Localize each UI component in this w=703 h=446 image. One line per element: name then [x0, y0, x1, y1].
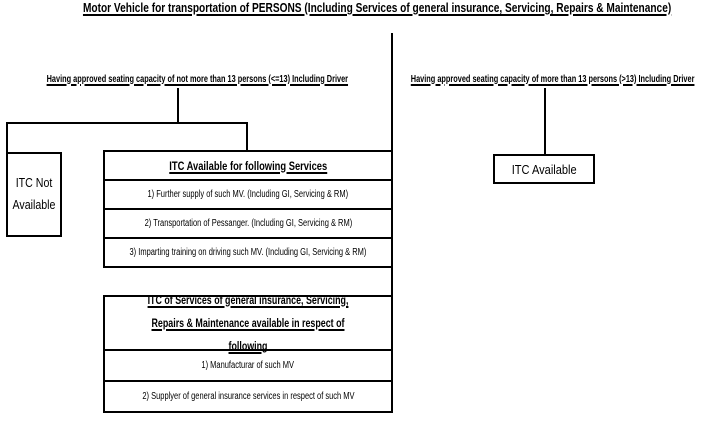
right-branch-heading: Having approved seating capacity of more… — [405, 70, 701, 87]
table-row: 1) Manufacturar of such MV — [105, 349, 391, 380]
right-branch-heading-text: Having approved seating capacity of more… — [411, 72, 695, 85]
table-row-text: 2) Supplyer of general insurance service… — [141, 391, 355, 402]
insurance-table-header-text: ITC of Services of general insurance, Se… — [147, 292, 349, 353]
connector-left-heading-stem — [177, 88, 179, 124]
table-row: 3) Imparting training on driving such MV… — [105, 237, 391, 266]
table-row: 2) Transportation of Pessanger. (Includi… — [105, 208, 391, 237]
itc-available-label: ITC Available — [511, 161, 577, 177]
table-row-text: 1) Manufacturar of such MV — [201, 360, 295, 371]
table-row-text: 1) Further supply of such MV. (Including… — [147, 189, 349, 200]
connector-itc-not-drop — [6, 122, 8, 154]
flowchart-title: Motor Vehicle for transportation of PERS… — [0, 0, 703, 15]
services-table-header: ITC Available for following Services — [105, 152, 391, 179]
table-row: 1) Further supply of such MV. (Including… — [105, 179, 391, 208]
connector-right-heading-stem — [544, 88, 546, 154]
connector-tables-spine — [391, 266, 393, 297]
connector-left-branch-bar — [6, 122, 248, 124]
services-table-header-text: ITC Available for following Services — [169, 158, 327, 173]
itc-not-available-label: ITC Not Available — [12, 175, 56, 212]
connector-services-drop — [246, 122, 248, 152]
table-row: 2) Supplyer of general insurance service… — [105, 380, 391, 411]
flowchart-title-text: Motor Vehicle for transportation of PERS… — [82, 0, 672, 15]
itc-not-available-box: ITC Not Available — [6, 152, 62, 237]
left-branch-heading: Having approved seating capacity of not … — [37, 70, 358, 87]
table-row-text: 2) Transportation of Pessanger. (Includi… — [144, 218, 352, 229]
left-branch-heading-text: Having approved seating capacity of not … — [46, 72, 349, 85]
itc-available-box: ITC Available — [493, 154, 595, 184]
services-table: ITC Available for following Services 1) … — [103, 150, 393, 268]
connector-title-stem — [391, 33, 393, 150]
table-row-text: 3) Imparting training on driving such MV… — [129, 247, 367, 258]
insurance-table: ITC of Services of general insurance, Se… — [103, 293, 393, 413]
insurance-table-header: ITC of Services of general insurance, Se… — [105, 293, 391, 353]
